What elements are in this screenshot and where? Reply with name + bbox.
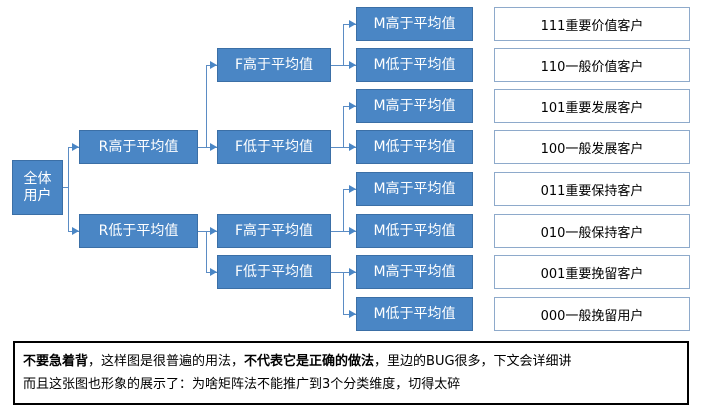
result-label: 000一般挽留用户 [540,308,644,324]
result-box: 001重要挽留客户 [494,255,690,289]
node-m-high: M高于平均值 [356,7,473,41]
node-label: M低于平均值 [373,138,456,155]
result-box: 010一般保持客户 [494,214,690,248]
node-label: M高于平均值 [373,15,456,32]
node-f-high: F高于平均值 [217,214,331,248]
node-label: F高于平均值 [234,56,314,73]
connector-segment [331,65,343,66]
note-line-1: 不要急着背，这样图是很普遍的用法，不代表它是正确的做法，里边的BUG很多，下文会… [23,350,679,373]
root-node-all-users: 全体用户 [12,160,63,215]
result-label: 110一般价值客户 [540,59,644,75]
root-label: 全体用户 [23,170,52,204]
connector-segment [343,189,344,232]
node-f-low: F低于平均值 [217,130,331,164]
arrow-head-icon [210,61,217,69]
node-f-high: F高于平均值 [217,48,331,82]
arrow-head-icon [72,143,79,151]
node-label: R低于平均值 [98,222,179,239]
result-box: 111重要价值客户 [494,7,690,41]
note-text-a: ，这样图是很普遍的用法， [88,354,245,369]
node-m-high: M高于平均值 [356,89,473,123]
node-f-low: F低于平均值 [217,255,331,289]
connector-segment [198,231,206,232]
node-m-low: M低于平均值 [356,130,473,164]
node-label: R高于平均值 [98,138,179,155]
node-r-high: R高于平均值 [79,130,198,164]
connector-segment [331,272,343,273]
connector-segment [68,147,69,232]
arrow-head-icon [349,185,356,193]
node-label: M高于平均值 [373,263,456,280]
arrow-head-icon [210,227,217,235]
result-label: 001重要挽留客户 [540,266,644,282]
node-label: M高于平均值 [373,180,456,197]
arrow-head-icon [349,143,356,151]
arrow-head-icon [72,227,79,235]
arrow-head-icon [210,268,217,276]
note-box: 不要急着背，这样图是很普遍的用法，不代表它是正确的做法，里边的BUG很多，下文会… [13,341,689,405]
connector-segment [63,187,68,188]
arrow-head-icon [210,143,217,151]
result-box: 011重要保持客户 [494,172,690,206]
result-label: 111重要价值客户 [540,18,644,34]
node-label: M高于平均值 [373,97,456,114]
note-line-2: 而且这张图也形象的展示了：为啥矩阵法不能推广到3个分类维度，切得太碎 [23,377,461,392]
connector-segment [206,231,207,273]
connector-segment [343,24,344,66]
arrow-head-icon [349,102,356,110]
node-label: F低于平均值 [234,138,314,155]
note-bold-a: 不要急着背 [23,354,89,369]
node-m-high: M高于平均值 [356,172,473,206]
result-box: 100一般发展客户 [494,130,690,164]
node-m-low: M低于平均值 [356,48,473,82]
arrow-head-icon [349,20,356,28]
note-bold-b: 不代表它是正确的做法 [244,354,375,369]
result-label: 100一般发展客户 [540,141,644,157]
node-r-low: R低于平均值 [79,214,198,248]
node-m-low: M低于平均值 [356,214,473,248]
result-label: 101重要发展客户 [540,100,644,116]
node-label: F高于平均值 [234,222,314,239]
node-label: F低于平均值 [234,263,314,280]
node-label: M低于平均值 [373,56,456,73]
node-label: M低于平均值 [373,222,456,239]
connector-segment [331,147,343,148]
connector-segment [343,272,344,315]
result-label: 010一般保持客户 [540,225,644,241]
connector-segment [343,106,344,148]
note-text-b: ，里边的BUG很多，下文会详细讲 [374,354,572,369]
arrow-head-icon [349,61,356,69]
arrow-head-icon [349,227,356,235]
result-label: 011重要保持客户 [540,183,644,199]
result-box: 000一般挽留用户 [494,297,690,331]
node-m-low: M低于平均值 [356,297,473,331]
arrow-head-icon [349,268,356,276]
result-box: 101重要发展客户 [494,89,690,123]
arrow-head-icon [349,310,356,318]
connector-segment [331,231,343,232]
connector-segment [198,147,206,148]
node-m-high: M高于平均值 [356,255,473,289]
connector-segment [206,65,207,148]
node-label: M低于平均值 [373,305,456,322]
result-box: 110一般价值客户 [494,48,690,82]
